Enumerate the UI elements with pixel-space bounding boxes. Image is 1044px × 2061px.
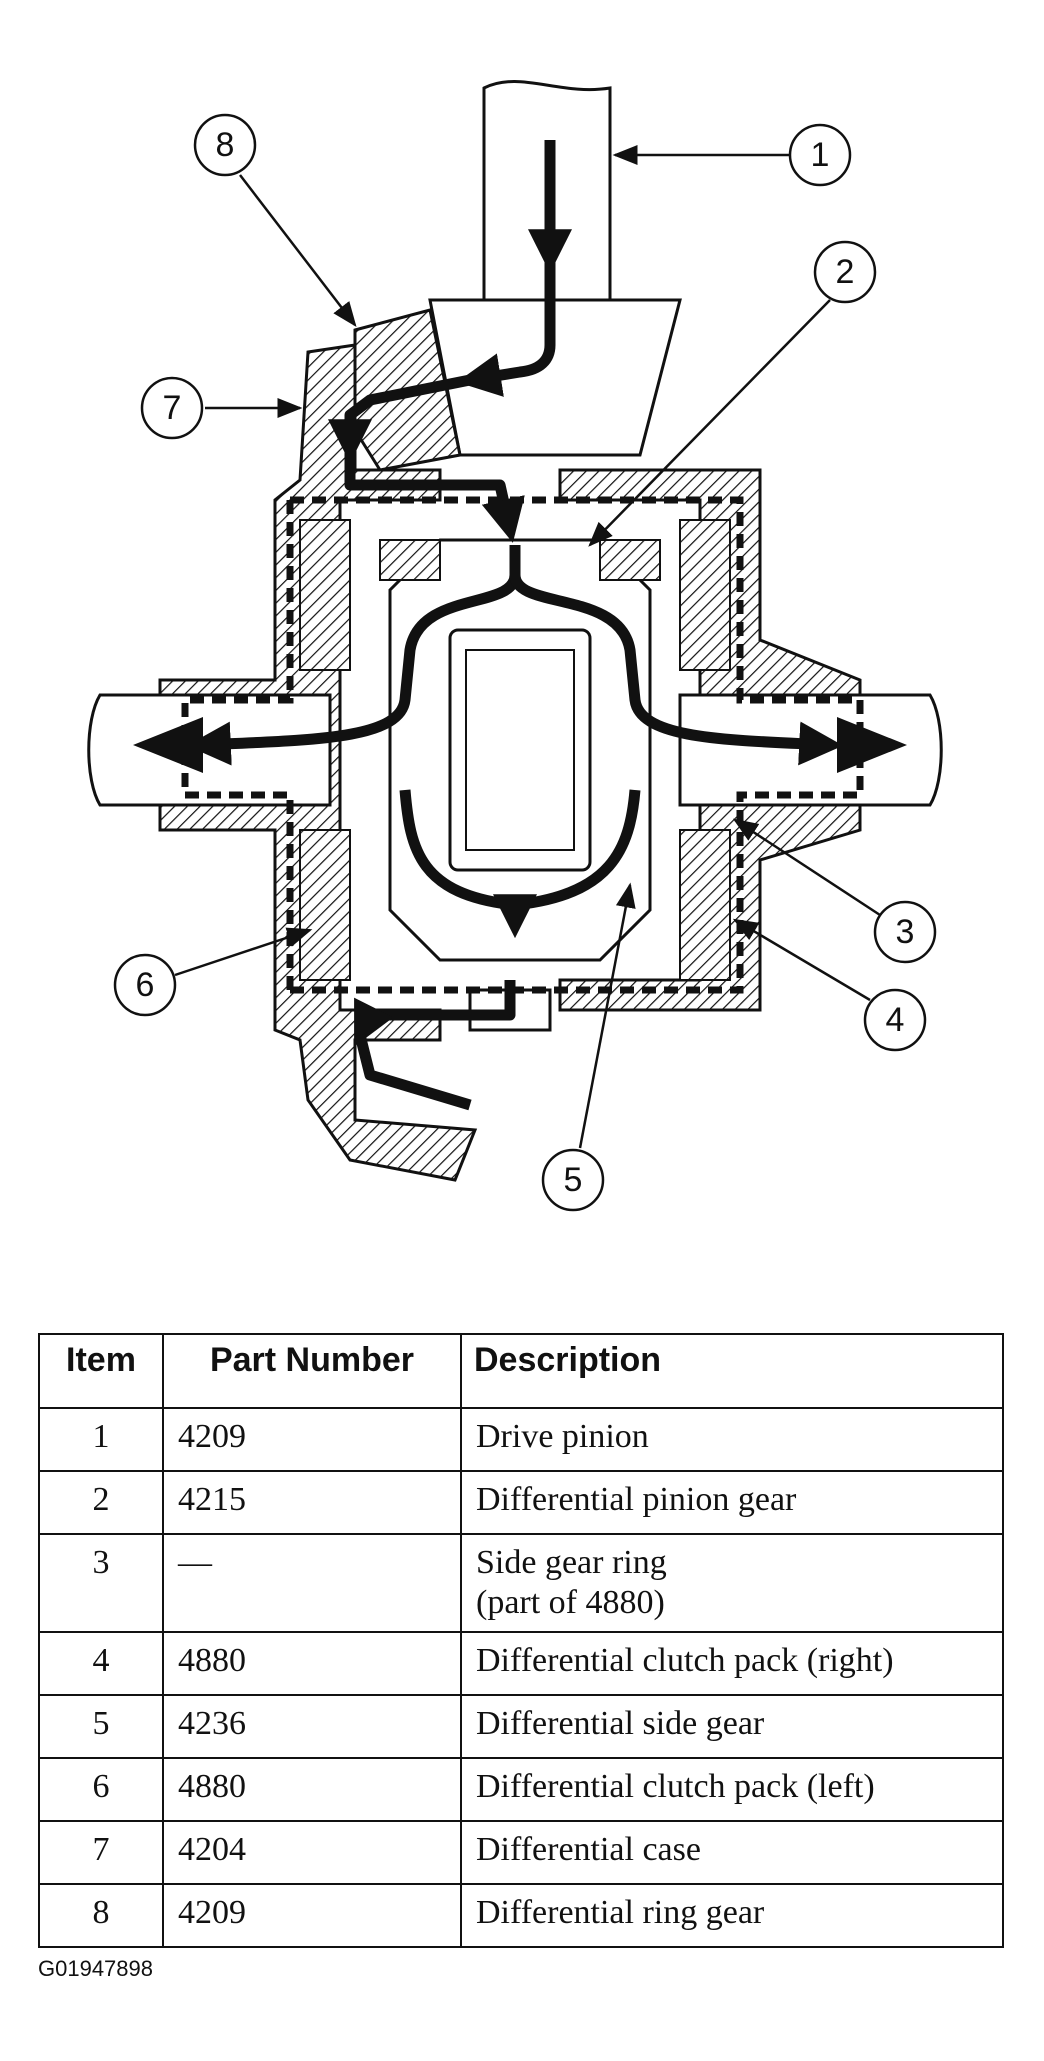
part-number-cell: — bbox=[162, 1533, 462, 1633]
callouts: 1 2 3 4 5 6 7 8 bbox=[113, 113, 937, 1212]
item-cell: 3 bbox=[38, 1533, 164, 1633]
svg-text:2: 2 bbox=[836, 253, 855, 291]
leader-lines bbox=[174, 145, 881, 1149]
svg-text:6: 6 bbox=[136, 966, 155, 1004]
callout-7: 7 bbox=[140, 376, 204, 440]
table-row: 2 4215 Differential pinion gear bbox=[38, 1470, 1004, 1535]
callout-4: 4 bbox=[863, 988, 927, 1052]
parts-table: Item Part Number Description 1 4209 Driv… bbox=[38, 1333, 1004, 1948]
part-number-cell: 4215 bbox=[162, 1470, 462, 1535]
svg-text:3: 3 bbox=[896, 913, 915, 951]
torque-flow-dashed bbox=[133, 496, 907, 994]
part-number-cell: 4880 bbox=[162, 1631, 462, 1696]
description-cell: Differential side gear bbox=[460, 1694, 1004, 1759]
item-cell: 5 bbox=[38, 1694, 164, 1759]
item-cell: 2 bbox=[38, 1470, 164, 1535]
description-cell: Differential clutch pack (left) bbox=[460, 1757, 1004, 1822]
svg-text:4: 4 bbox=[886, 1001, 905, 1039]
callout-2: 2 bbox=[813, 240, 877, 304]
description-cell: Differential clutch pack (right) bbox=[460, 1631, 1004, 1696]
part-number-cell: 4236 bbox=[162, 1694, 462, 1759]
leader-4 bbox=[732, 918, 871, 1002]
description-cell: Differential pinion gear bbox=[460, 1470, 1004, 1535]
part-number-cell: 4209 bbox=[162, 1883, 462, 1948]
clutch-packs bbox=[299, 519, 731, 981]
item-cell: 7 bbox=[38, 1820, 164, 1885]
callout-8: 8 bbox=[193, 113, 257, 177]
description-cell: Drive pinion bbox=[460, 1407, 1004, 1472]
table-row: 1 4209 Drive pinion bbox=[38, 1407, 1004, 1472]
figure-code: G01947898 bbox=[38, 1956, 153, 1981]
svg-text:1: 1 bbox=[811, 136, 830, 174]
callout-1: 1 bbox=[788, 123, 852, 187]
pinion-gears bbox=[379, 538, 661, 962]
part-number-cell: 4209 bbox=[162, 1407, 462, 1472]
description-cell: Differential ring gear bbox=[460, 1883, 1004, 1948]
torque-flow-solid bbox=[186, 140, 844, 1111]
svg-text:8: 8 bbox=[216, 126, 235, 164]
table-row: 4 4880 Differential clutch pack (right) bbox=[38, 1631, 1004, 1696]
part-number-cell: 4204 bbox=[162, 1820, 462, 1885]
table-row: 8 4209 Differential ring gear bbox=[38, 1883, 1004, 1948]
leader-5 bbox=[578, 882, 636, 1149]
item-cell: 8 bbox=[38, 1883, 164, 1948]
description-cell: Differential case bbox=[460, 1820, 1004, 1885]
part-number-cell: 4880 bbox=[162, 1757, 462, 1822]
item-cell: 4 bbox=[38, 1631, 164, 1696]
leader-6 bbox=[174, 927, 313, 977]
svg-text:7: 7 bbox=[163, 389, 182, 427]
header-part-number: Part Number bbox=[162, 1333, 462, 1409]
callout-3: 3 bbox=[873, 900, 937, 964]
header-item: Item bbox=[38, 1333, 164, 1409]
leader-3 bbox=[732, 818, 881, 917]
table-row: 3 — Side gear ring (part of 4880) bbox=[38, 1533, 1004, 1633]
callout-6: 6 bbox=[113, 953, 177, 1017]
item-cell: 6 bbox=[38, 1757, 164, 1822]
table-row: 6 4880 Differential clutch pack (left) bbox=[38, 1757, 1004, 1822]
callout-5: 5 bbox=[541, 1148, 605, 1212]
header-description: Description bbox=[460, 1333, 1004, 1409]
table-row: 5 4236 Differential side gear bbox=[38, 1694, 1004, 1759]
table-header-row: Item Part Number Description bbox=[38, 1333, 1004, 1409]
item-cell: 1 bbox=[38, 1407, 164, 1472]
leader-8 bbox=[239, 174, 357, 327]
table-row: 7 4204 Differential case bbox=[38, 1820, 1004, 1885]
leader-2 bbox=[588, 299, 831, 547]
svg-text:5: 5 bbox=[564, 1161, 583, 1199]
description-cell: Side gear ring (part of 4880) bbox=[460, 1533, 1004, 1633]
differential-diagram: 1 2 3 4 5 6 7 8 bbox=[87, 80, 943, 1212]
